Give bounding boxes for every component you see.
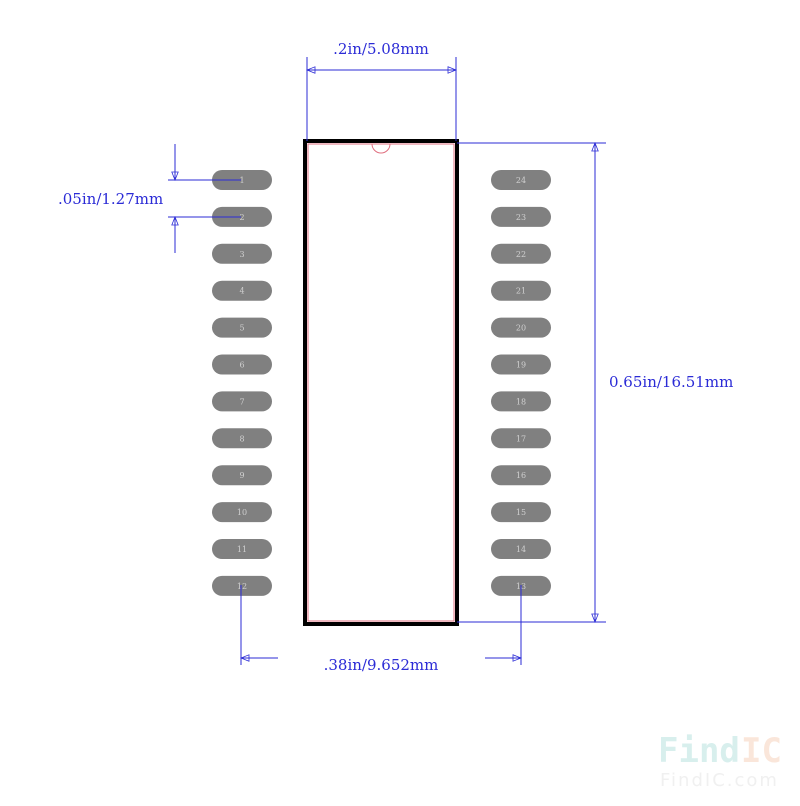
pin-number-1: 1	[239, 176, 244, 185]
pad-11	[212, 539, 272, 559]
pin-number-21: 21	[516, 287, 526, 296]
pad-7	[212, 391, 272, 412]
pad-6	[212, 354, 272, 375]
pin-number-4: 4	[239, 287, 244, 296]
pad-16	[491, 465, 551, 486]
pin-number-16: 16	[516, 471, 526, 480]
pad-2	[212, 206, 272, 227]
dim-pin-pitch	[168, 144, 241, 253]
pin-number-5: 5	[239, 324, 244, 333]
findic-watermark: Find IC FindIC.com	[658, 731, 782, 791]
pad-22	[491, 243, 551, 264]
pad-24	[491, 170, 551, 190]
ic-body-outline	[303, 139, 459, 626]
pad-15	[491, 502, 551, 523]
ic-body-inner-outline	[307, 143, 455, 622]
pad-21	[491, 280, 551, 301]
pad-12	[212, 575, 272, 596]
pin-number-3: 3	[239, 250, 244, 259]
pad-9	[212, 465, 272, 486]
pin-number-20: 20	[516, 324, 526, 333]
pad-20	[491, 317, 551, 338]
pin-number-12: 12	[237, 582, 247, 591]
watermark-logo-find: Find	[658, 731, 740, 771]
pad-10	[212, 502, 272, 523]
dim-body-width-label: .2in/5.08mm	[333, 40, 429, 58]
pad-18	[491, 391, 551, 412]
pad-8	[212, 428, 272, 449]
dim-pin-pitch-label: .05in/1.27mm	[58, 190, 163, 208]
pad-17	[491, 428, 551, 449]
pin-number-18: 18	[516, 397, 526, 406]
dim-body-length-label: 0.65in/16.51mm	[609, 373, 733, 391]
pad-4	[212, 280, 272, 301]
pin-number-15: 15	[516, 508, 526, 517]
dim-body-width	[307, 57, 456, 141]
pin-number-9: 9	[239, 471, 244, 480]
pin-number-22: 22	[516, 250, 526, 259]
watermark-logo-ic: IC	[741, 731, 782, 771]
pad-23	[491, 206, 551, 227]
dim-row-spacing	[241, 585, 521, 665]
dim-row-spacing-label: .38in/9.652mm	[324, 656, 439, 674]
pin-number-23: 23	[516, 213, 526, 222]
watermark-url: FindIC.com	[660, 770, 779, 791]
pin-number-14: 14	[516, 545, 526, 554]
pin-number-10: 10	[237, 508, 247, 517]
pin-number-19: 19	[516, 361, 526, 370]
pad-5	[212, 317, 272, 338]
pad-14	[491, 539, 551, 559]
pin-number-17: 17	[516, 434, 526, 443]
pin-number-6: 6	[239, 361, 244, 370]
pad-19	[491, 354, 551, 375]
pin-number-7: 7	[239, 397, 244, 406]
pad-1	[212, 170, 272, 190]
pad-3	[212, 243, 272, 264]
pin-number-2: 2	[239, 213, 244, 222]
pin-number-11: 11	[237, 545, 247, 554]
pin-number-24: 24	[516, 176, 526, 185]
pin1-notch	[371, 143, 391, 154]
dim-body-length	[457, 143, 606, 622]
pin-number-8: 8	[239, 434, 244, 443]
